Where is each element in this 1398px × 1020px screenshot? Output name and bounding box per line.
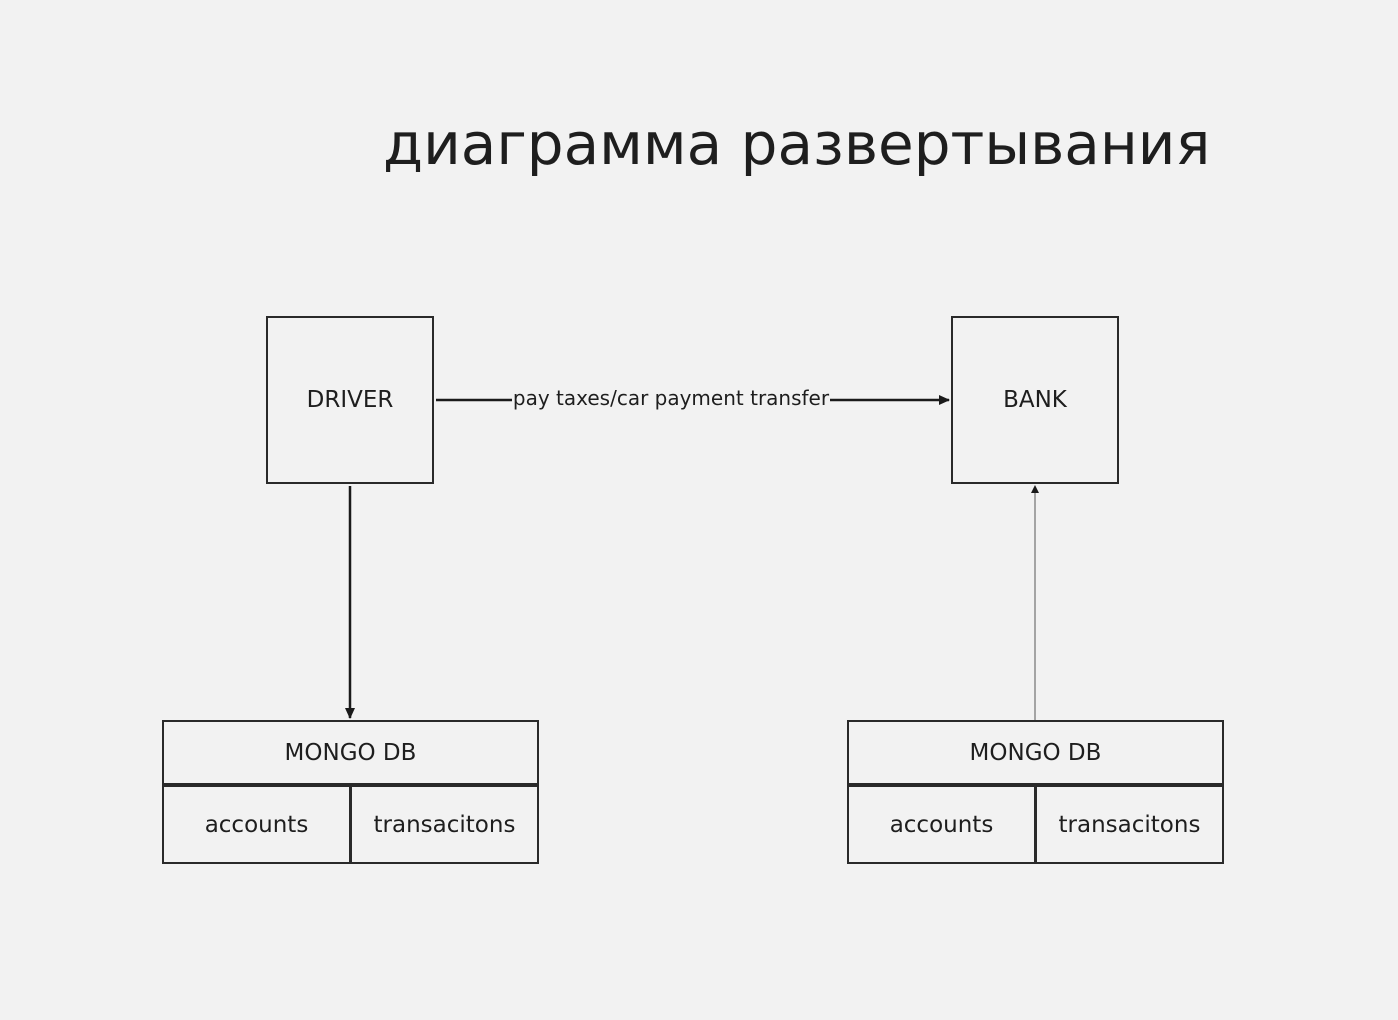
driver-db-header[interactable]: MONGO DB: [162, 720, 539, 785]
driver-db-name: MONGO DB: [284, 739, 417, 766]
bank-db-name: MONGO DB: [969, 739, 1102, 766]
driver-db-accounts-cell[interactable]: accounts: [162, 785, 351, 864]
bank-db-header[interactable]: MONGO DB: [847, 720, 1224, 785]
driver-node[interactable]: DRIVER: [266, 316, 434, 484]
bank-db-transactions-label: transacitons: [1058, 811, 1201, 838]
driver-db-transactions-label: transacitons: [373, 811, 516, 838]
bank-db-accounts-cell[interactable]: accounts: [847, 785, 1036, 864]
bank-node[interactable]: BANK: [951, 316, 1119, 484]
bank-db-accounts-label: accounts: [889, 811, 994, 838]
driver-db-transactions-cell[interactable]: transacitons: [350, 785, 539, 864]
bank-db-transactions-cell[interactable]: transacitons: [1035, 785, 1224, 864]
bank-node-label: BANK: [1003, 387, 1067, 413]
diagram-title: диаграмма развертывания: [383, 110, 1211, 178]
driver-node-label: DRIVER: [306, 387, 394, 413]
driver-db-accounts-label: accounts: [204, 811, 309, 838]
driver-bank-edge-label: pay taxes/car payment transfer: [512, 384, 830, 412]
